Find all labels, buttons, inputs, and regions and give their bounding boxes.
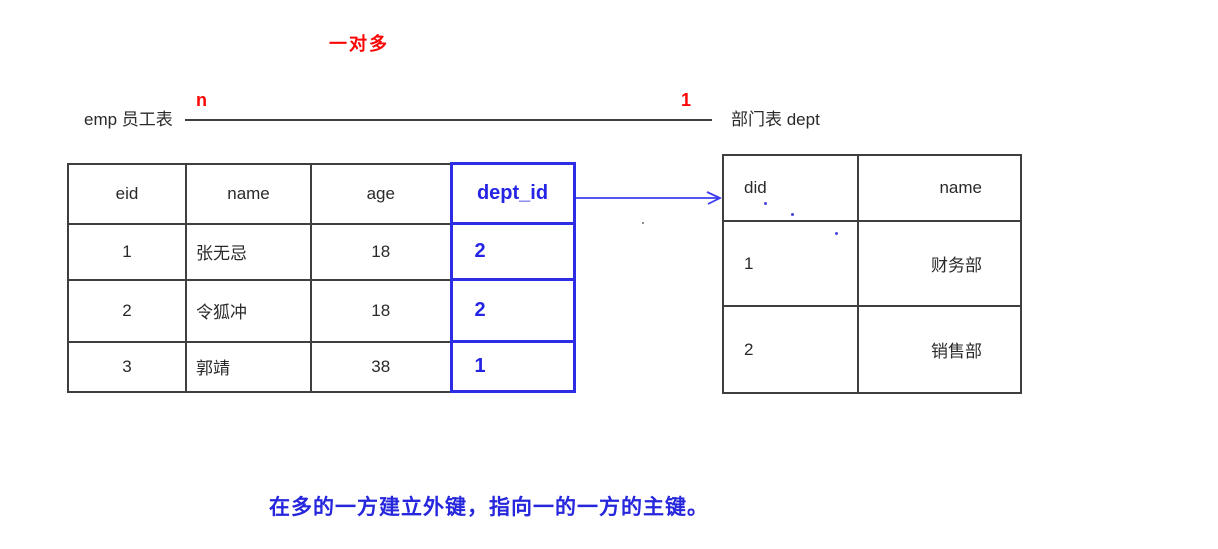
dept-cell-name: 财务部 <box>857 220 1022 307</box>
emp-header-age: age <box>310 162 452 225</box>
emp-header-row: eid name age dept_id <box>67 162 576 225</box>
emp-cell-dept-id: 2 <box>449 222 576 281</box>
emp-cell-age: 38 <box>310 340 452 393</box>
dept-table-label: 部门表 dept <box>731 110 820 129</box>
emp-table: eid name age dept_id 1 张无忌 18 2 2 令狐冲 18… <box>67 162 576 393</box>
emp-cell-name: 张无忌 <box>185 222 312 281</box>
emp-header-dept-id: dept_id <box>449 162 576 225</box>
emp-header-name: name <box>185 162 312 225</box>
emp-table-label: emp 员工表 <box>84 110 173 129</box>
ink-speck <box>835 232 838 235</box>
emp-cell-dept-id: 2 <box>449 278 576 343</box>
relationship-line <box>185 119 712 121</box>
cardinality-many: n <box>196 90 207 110</box>
emp-cell-name: 郭靖 <box>185 340 312 393</box>
dept-cell-name: 销售部 <box>857 305 1022 394</box>
dept-header-name: name <box>857 154 1022 222</box>
emp-table-row: 3 郭靖 38 1 <box>67 340 576 393</box>
emp-cell-eid: 2 <box>67 278 187 343</box>
foreign-key-arrow-icon <box>576 191 723 205</box>
emp-cell-name: 令狐冲 <box>185 278 312 343</box>
emp-cell-eid: 1 <box>67 222 187 281</box>
diagram-caption: 在多的一方建立外键，指向一的一方的主键。 <box>269 496 709 519</box>
emp-cell-eid: 3 <box>67 340 187 393</box>
ink-speck <box>764 202 767 205</box>
emp-table-row: 2 令狐冲 18 2 <box>67 278 576 343</box>
dept-table-row: 2 销售部 <box>722 305 1022 394</box>
dept-header-did: did <box>722 154 859 222</box>
dept-table-row: 1 财务部 <box>722 220 1022 307</box>
dept-cell-did: 2 <box>722 305 859 394</box>
dept-header-row: did name <box>722 154 1022 222</box>
emp-table-row: 1 张无忌 18 2 <box>67 222 576 281</box>
cardinality-one: 1 <box>681 90 692 110</box>
emp-header-eid: eid <box>67 162 187 225</box>
dept-table: did name 1 财务部 2 销售部 <box>722 154 1022 394</box>
emp-cell-age: 18 <box>310 222 452 281</box>
ink-speck <box>791 213 794 216</box>
diagram-title: 一对多 <box>329 34 389 54</box>
ink-speck <box>642 222 644 224</box>
emp-cell-dept-id: 1 <box>449 340 576 393</box>
emp-cell-age: 18 <box>310 278 452 343</box>
